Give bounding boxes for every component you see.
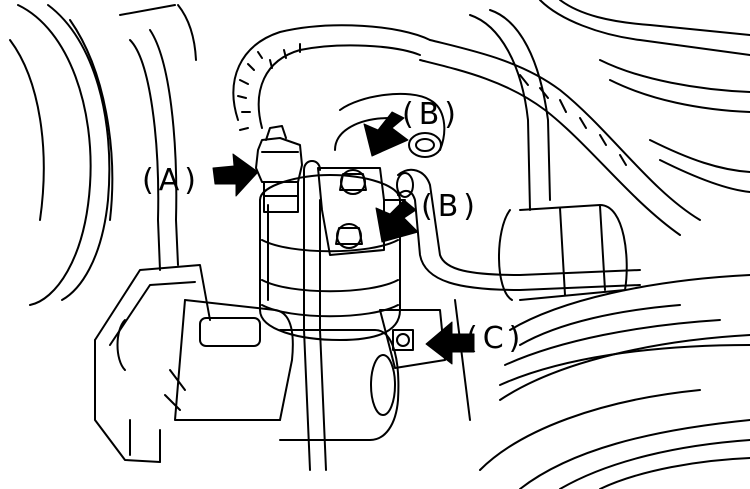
callout-label-b-upper: (B) (402, 97, 461, 132)
horizontal-line-pipe (396, 168, 641, 291)
pressure-switch-connector (255, 125, 303, 213)
arrow-a (212, 153, 259, 197)
arrow-c (425, 321, 475, 365)
callout-label-a: (A) (142, 163, 201, 198)
arrow-b-upper (363, 111, 409, 157)
top-hose (232, 24, 431, 131)
left-bracket (119, 4, 197, 271)
callout-arrows (212, 111, 475, 365)
left-dome-outline (9, 4, 114, 306)
arrow-b-lower (375, 199, 419, 243)
right-canister (454, 204, 628, 421)
upper-right-pipes (539, 0, 750, 193)
corrugated-hose (479, 274, 750, 489)
wire-harness-right (419, 9, 701, 236)
callout-label-c: (C) (466, 321, 526, 356)
tank-top-cap (334, 93, 446, 158)
lower-bracket-plate (379, 309, 446, 369)
solenoid-actuator (94, 264, 400, 463)
receiver-dryer-tank (259, 174, 401, 341)
callout-label-b-lower: (B) (421, 189, 480, 224)
